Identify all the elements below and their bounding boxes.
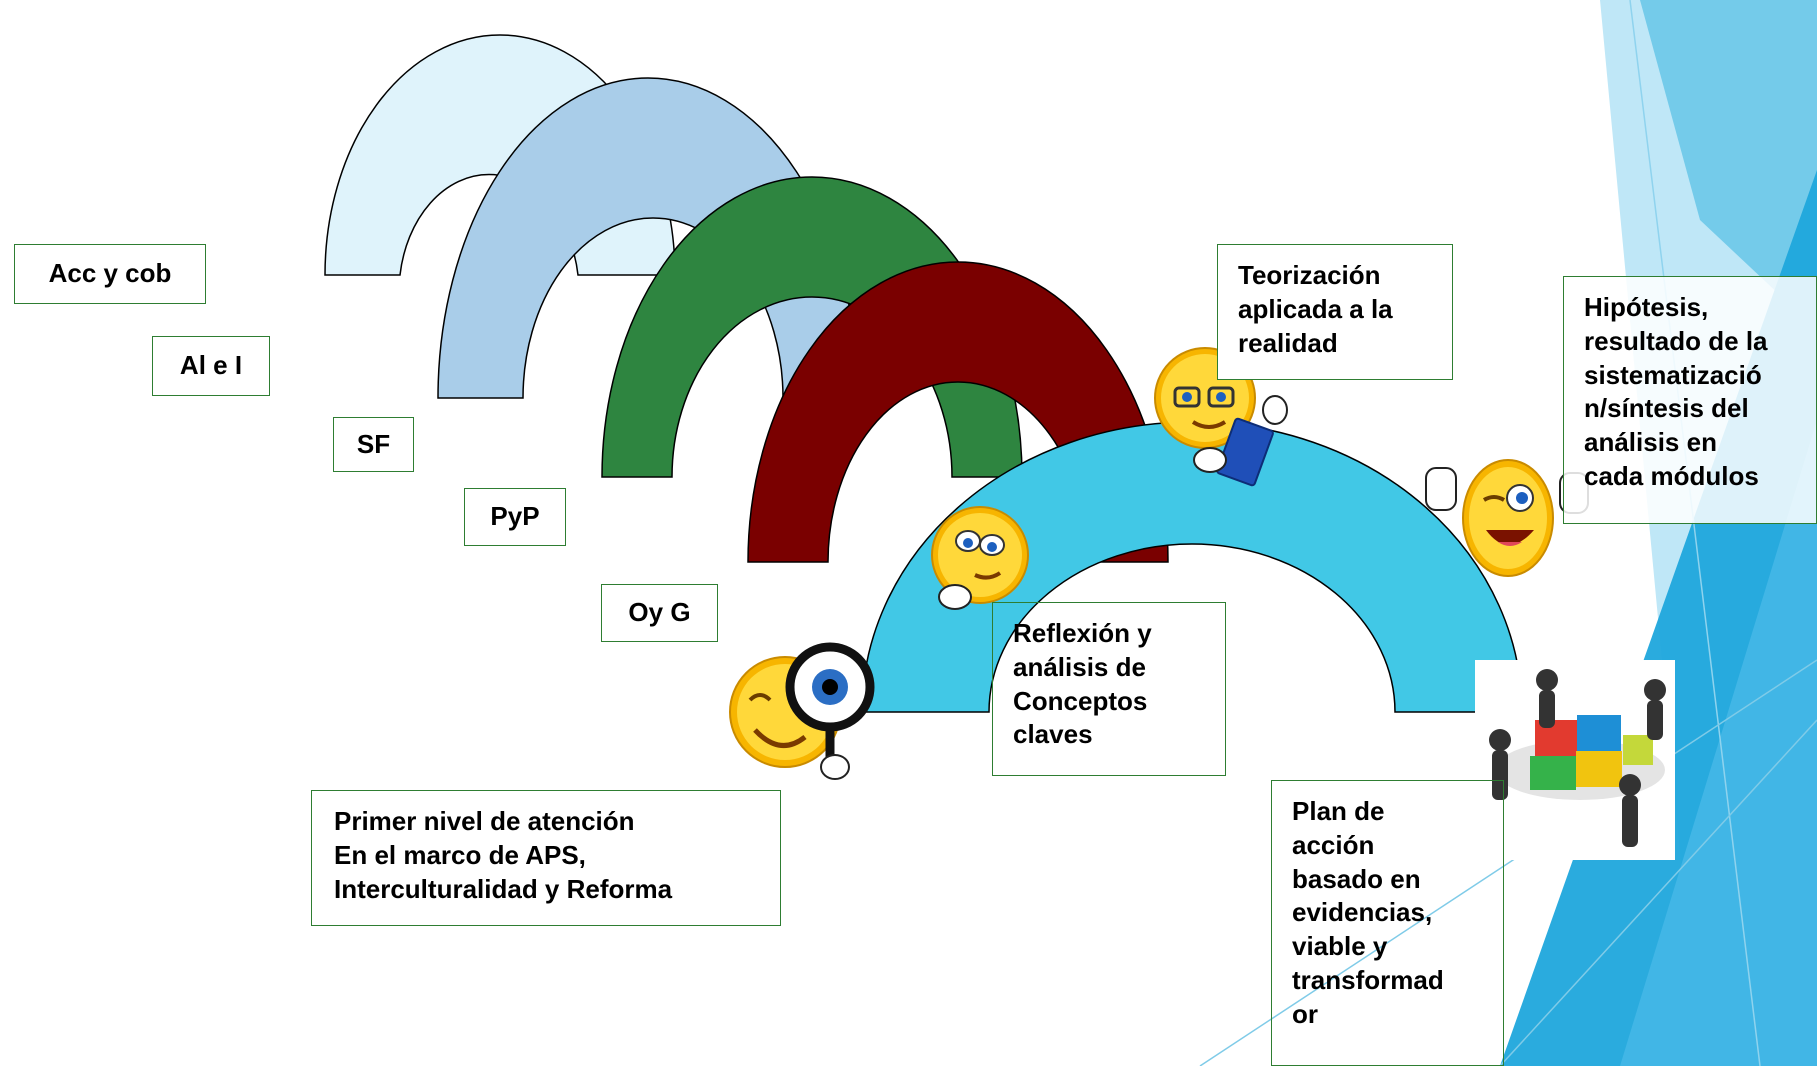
deco-line-2 xyxy=(1199,659,1817,1066)
deco-line-3 xyxy=(1499,719,1817,1066)
label-reflexion: Reflexión y análisis de Conceptos claves xyxy=(992,602,1226,776)
deco-line-1 xyxy=(1629,0,1761,1066)
puzzle-team-icon xyxy=(1475,660,1675,860)
label-teorizacion: Teorización aplicada a la realidad xyxy=(1217,244,1453,380)
label-primer-nivel: Primer nivel de atención En el marco de … xyxy=(311,790,781,926)
deco-bottom-accent xyxy=(1620,420,1817,1066)
smiley-thinking-icon xyxy=(931,506,1029,610)
deco-top-triangle xyxy=(1640,0,1817,330)
smiley-magnifier-icon xyxy=(729,642,875,780)
label-oy-g: Oy G xyxy=(601,584,718,642)
label-pyp: PyP xyxy=(464,488,566,546)
label-plan-de-accion: Plan de acción basado en evidencias, via… xyxy=(1271,780,1504,1066)
arc-main xyxy=(861,421,1523,713)
label-hipotesis: Hipótesis, resultado de la sistematizaci… xyxy=(1563,276,1817,524)
label-al-e-i: Al e I xyxy=(152,336,270,396)
label-sf: SF xyxy=(333,417,414,472)
label-acc-y-cob: Acc y cob xyxy=(14,244,206,304)
